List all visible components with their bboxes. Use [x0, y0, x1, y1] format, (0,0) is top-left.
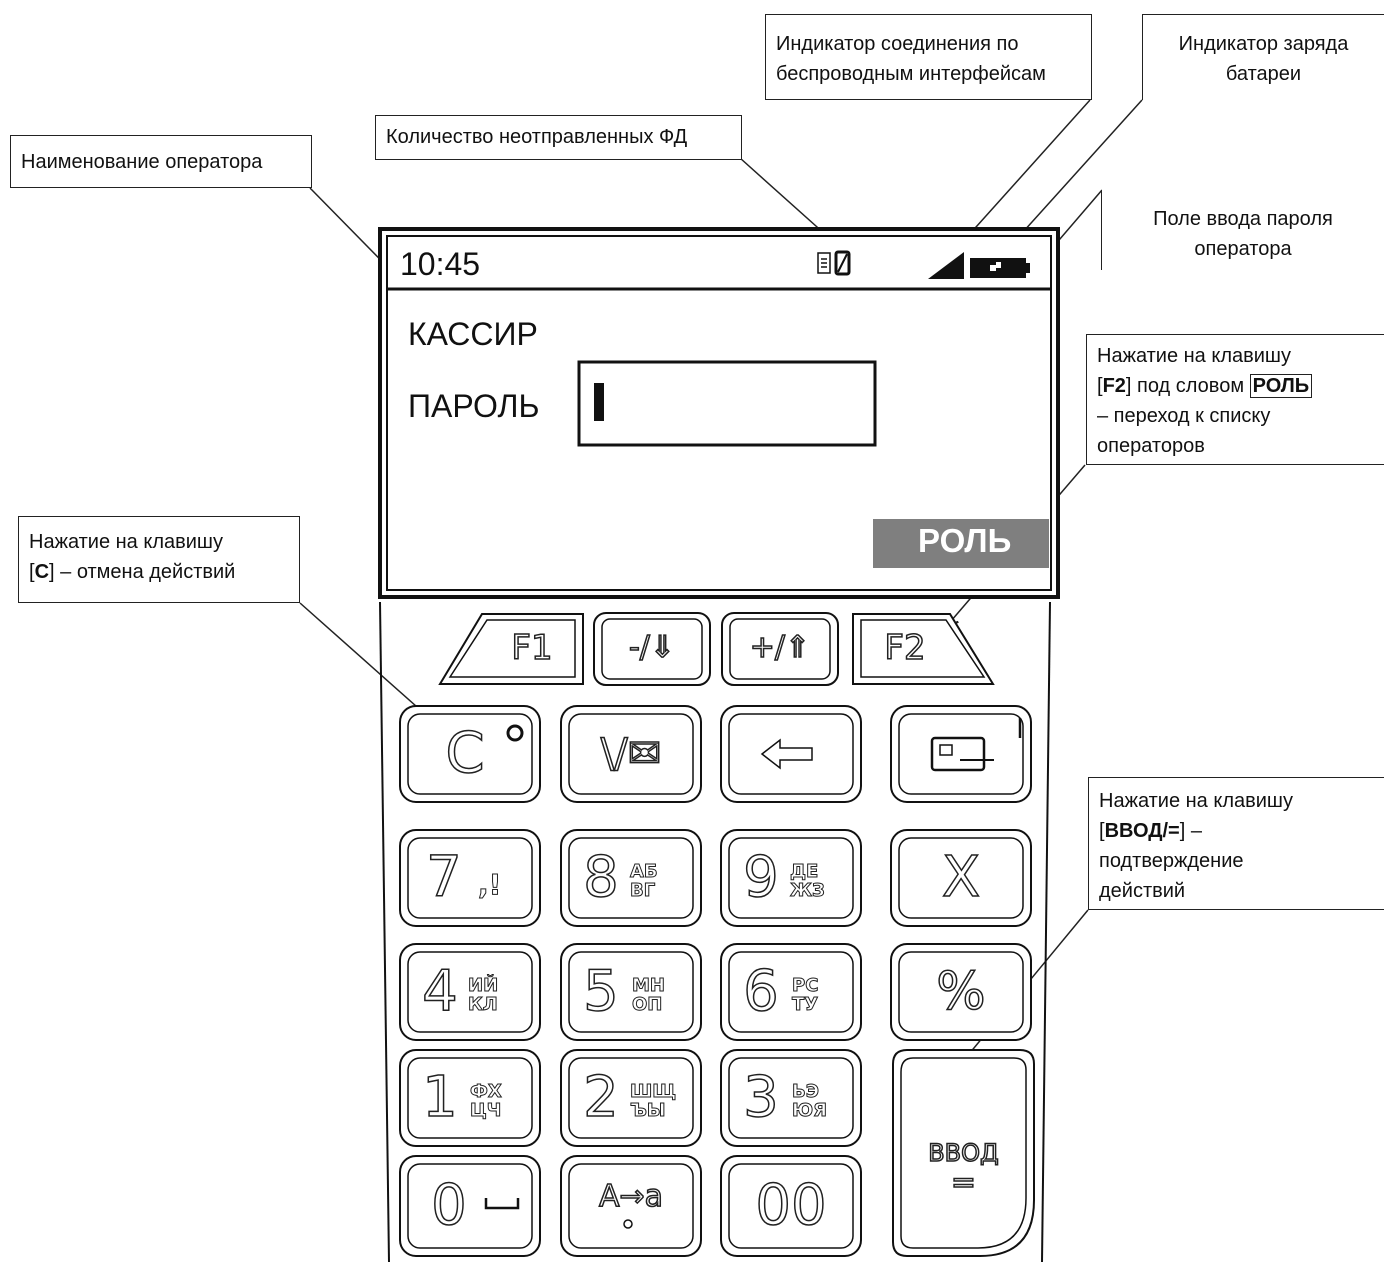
callout-f2-key: F2: [1102, 375, 1126, 397]
text-cursor: [594, 383, 604, 421]
callout-f2-line-1: Нажатие на клавишу: [1097, 345, 1291, 367]
key-letters-row: ЪЫ: [630, 1100, 667, 1121]
key-1[interactable]: [399, 1049, 541, 1147]
callout-f2-line-2: [F2] под словом РОЛЬ: [1097, 371, 1374, 401]
callout-enter-line-3: подтверждение: [1099, 850, 1244, 872]
key-f1[interactable]: [438, 613, 584, 685]
key-letters-row: ВГ: [630, 880, 656, 901]
key-8[interactable]: [560, 829, 702, 927]
key-card[interactable]: [890, 705, 1032, 803]
key-letters-row: ЮЯ: [792, 1100, 828, 1121]
operator-name: КАССИР: [408, 316, 538, 352]
clock-time: 10:45: [400, 246, 481, 282]
callout-enter-rest: –: [1190, 820, 1202, 842]
callout-c-key: Нажатие на клавишу [C] – отмена действий: [18, 516, 300, 603]
callout-battery-line-1: Индикатор заряда: [1178, 33, 1349, 55]
key-case-switch[interactable]: [560, 1155, 702, 1257]
callout-c-key-rest: – отмена действий: [60, 561, 236, 583]
key-7[interactable]: [399, 829, 541, 927]
password-label: ПАРОЛЬ: [408, 388, 540, 424]
callout-operator-name-text: Наименование оператора: [21, 151, 263, 173]
callout-enter-key: ВВОД/=: [1104, 820, 1180, 842]
softkey-role-label[interactable]: РОЛЬ: [918, 522, 1012, 559]
callout-enter-line-4: действий: [1099, 880, 1186, 902]
key-4[interactable]: [399, 943, 541, 1041]
key-letters-row: АБ: [630, 861, 659, 882]
callout-password-field-line-1: Поле ввода пароля: [1153, 208, 1333, 230]
callout-unsent-fd: Количество неотправленных ФД: [375, 115, 742, 160]
leader-battery: [1005, 99, 1143, 252]
callout-f2-line-3: – переход к списку: [1097, 405, 1271, 427]
key-multiply[interactable]: [890, 829, 1032, 927]
key-0[interactable]: [399, 1155, 541, 1257]
key-00[interactable]: [720, 1155, 862, 1257]
key-letters-row: РС: [792, 975, 819, 996]
battery-icon: [970, 258, 1030, 278]
callout-c-key-key: C: [34, 561, 50, 583]
password-input-box[interactable]: [577, 360, 877, 447]
callout-f2-line-4: операторов: [1097, 435, 1205, 457]
key-plus-up[interactable]: [721, 612, 839, 686]
callout-wireless-line-2: беспроводным интерфейсам: [776, 63, 1046, 85]
key-letters-row: ИЙ: [468, 975, 499, 996]
key-letters-row: ЦЧ: [470, 1100, 502, 1121]
callout-operator-name: Наименование оператора: [10, 135, 312, 188]
callout-enter-line-2: [ВВОД/=] –: [1099, 820, 1202, 842]
key-7-symbols: ,!: [477, 868, 502, 901]
callout-battery: Индикатор заряда батареи: [1142, 14, 1384, 100]
key-phone-mail[interactable]: [560, 705, 702, 803]
key-enter[interactable]: [892, 1049, 1035, 1257]
callout-f2-word: РОЛЬ: [1249, 374, 1313, 398]
callout-password-field-line-2: оператора: [1194, 238, 1292, 260]
callout-enter: Нажатие на клавишу [ВВОД/=] – подтвержде…: [1088, 777, 1384, 910]
key-c[interactable]: [399, 705, 541, 803]
callout-wireless-line-1: Индикатор соединения по: [776, 33, 1019, 55]
callout-c-key-line-2: [C] – отмена действий: [29, 561, 236, 583]
callout-unsent-fd-text: Количество неотправленных ФД: [386, 126, 688, 148]
callout-f2: Нажатие на клавишу [F2] под словом РОЛЬ …: [1086, 334, 1384, 465]
key-f2[interactable]: [852, 613, 995, 685]
key-letters-row: КЛ: [468, 994, 499, 1015]
key-6[interactable]: [720, 943, 862, 1041]
key-minus-down[interactable]: [593, 612, 711, 686]
callout-password-field: Поле ввода пароля оператора: [1101, 190, 1384, 270]
callout-c-key-line-1: Нажатие на клавишу: [29, 531, 223, 553]
key-letters-row: ОП: [632, 994, 663, 1015]
key-letters-row: ФХ: [470, 1081, 503, 1102]
key-letters-row: ДЕ: [790, 861, 819, 882]
key-3[interactable]: [720, 1049, 862, 1147]
key-letters-row: МН: [632, 975, 666, 996]
key-percent[interactable]: [890, 943, 1032, 1041]
key-9[interactable]: [720, 829, 862, 927]
key-letters-row: ЖЗ: [790, 880, 826, 901]
callout-f2-mid: под словом: [1137, 375, 1245, 397]
key-letters-row: ТУ: [792, 994, 819, 1015]
key-backspace[interactable]: [720, 705, 862, 803]
key-letters-row: ЬЭ: [792, 1081, 820, 1102]
key-2[interactable]: [560, 1049, 702, 1147]
key-letters-row: ШЩ: [630, 1081, 677, 1102]
unsent-documents-icon: [817, 250, 851, 276]
callout-battery-line-2: батареи: [1225, 63, 1302, 85]
callout-wireless: Индикатор соединения по беспроводным инт…: [765, 14, 1092, 100]
callout-enter-line-1: Нажатие на клавишу: [1099, 790, 1293, 812]
key-5[interactable]: [560, 943, 702, 1041]
softkey-role-bg[interactable]: [873, 519, 1049, 568]
wireless-signal-icon: [928, 252, 964, 279]
